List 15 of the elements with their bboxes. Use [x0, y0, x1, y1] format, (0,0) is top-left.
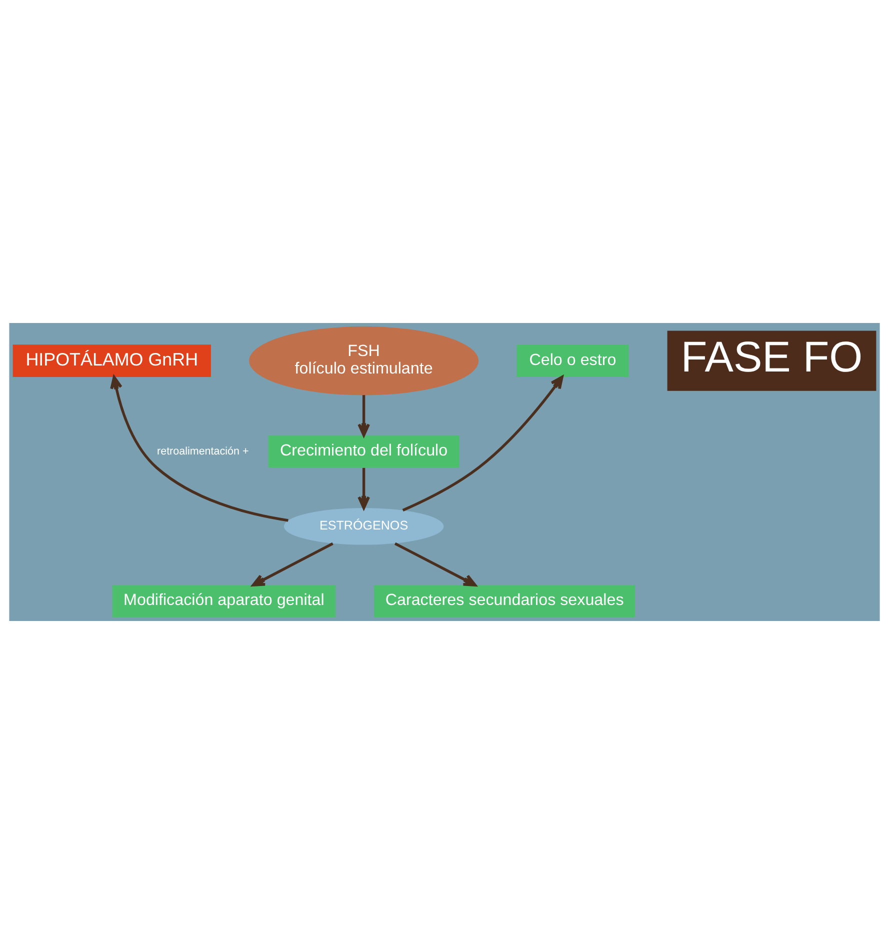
edge-label: retroalimentación + [157, 445, 249, 458]
node-ellipse: FSH folículo estimulante [249, 326, 479, 396]
node-box: Crecimiento del folículo [268, 435, 460, 468]
node-box: FASE FO [667, 330, 876, 391]
arrow [358, 395, 370, 437]
arrow [402, 376, 564, 512]
arrow [252, 542, 334, 586]
node-box: Caracteres secundarios sexuales [374, 585, 636, 618]
node-box: Celo o estro [516, 344, 629, 377]
node-box: HIPOTÁLAMO GnRH [12, 344, 211, 377]
arrow [358, 468, 370, 510]
arrow [110, 376, 288, 522]
arrow [394, 542, 476, 586]
node-ellipse: ESTRÓGENOS [284, 508, 444, 545]
node-box: Modificación aparato genital [112, 585, 336, 618]
